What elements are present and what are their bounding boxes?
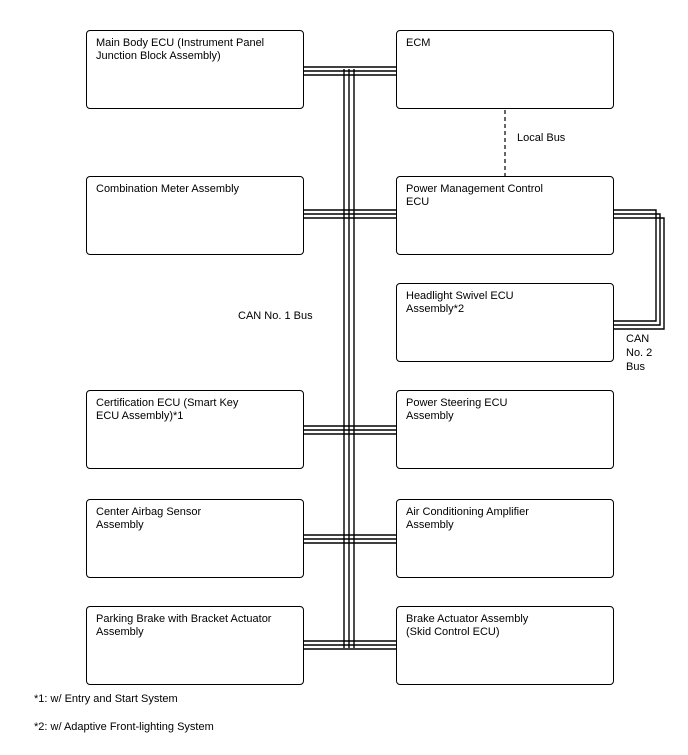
footnote-1: *1: w/ Entry and Start System	[34, 693, 178, 705]
ecm-box: ECM	[396, 30, 614, 109]
power-steering-ecu-box: Power Steering ECU Assembly	[396, 390, 614, 469]
local-bus-label: Local Bus	[517, 132, 566, 144]
can-no1-bus-lines	[303, 66, 396, 650]
certification-ecu-box: Certification ECU (Smart Key ECU Assembl…	[86, 390, 304, 469]
main-body-ecu-box: Main Body ECU (Instrument Panel Junction…	[86, 30, 304, 109]
brake-actuator-box: Brake Actuator Assembly (Skid Control EC…	[396, 606, 614, 685]
headlight-swivel-ecu-box: Headlight Swivel ECU Assembly*2	[396, 283, 614, 362]
can-no1-bus-label: CAN No. 1 Bus	[238, 310, 313, 322]
can-no2-bus-lines	[612, 209, 665, 330]
footnote-2: *2: w/ Adaptive Front-lighting System	[34, 721, 214, 733]
air-conditioning-amplifier-box: Air Conditioning Amplifier Assembly	[396, 499, 614, 578]
parking-brake-actuator-box: Parking Brake with Bracket Actuator Asse…	[86, 606, 304, 685]
center-airbag-sensor-box: Center Airbag Sensor Assembly	[86, 499, 304, 578]
can-no2-bus-label: CAN No. 2 Bus	[626, 333, 653, 373]
combination-meter-box: Combination Meter Assembly	[86, 176, 304, 255]
power-management-ecu-box: Power Management Control ECU	[396, 176, 614, 255]
